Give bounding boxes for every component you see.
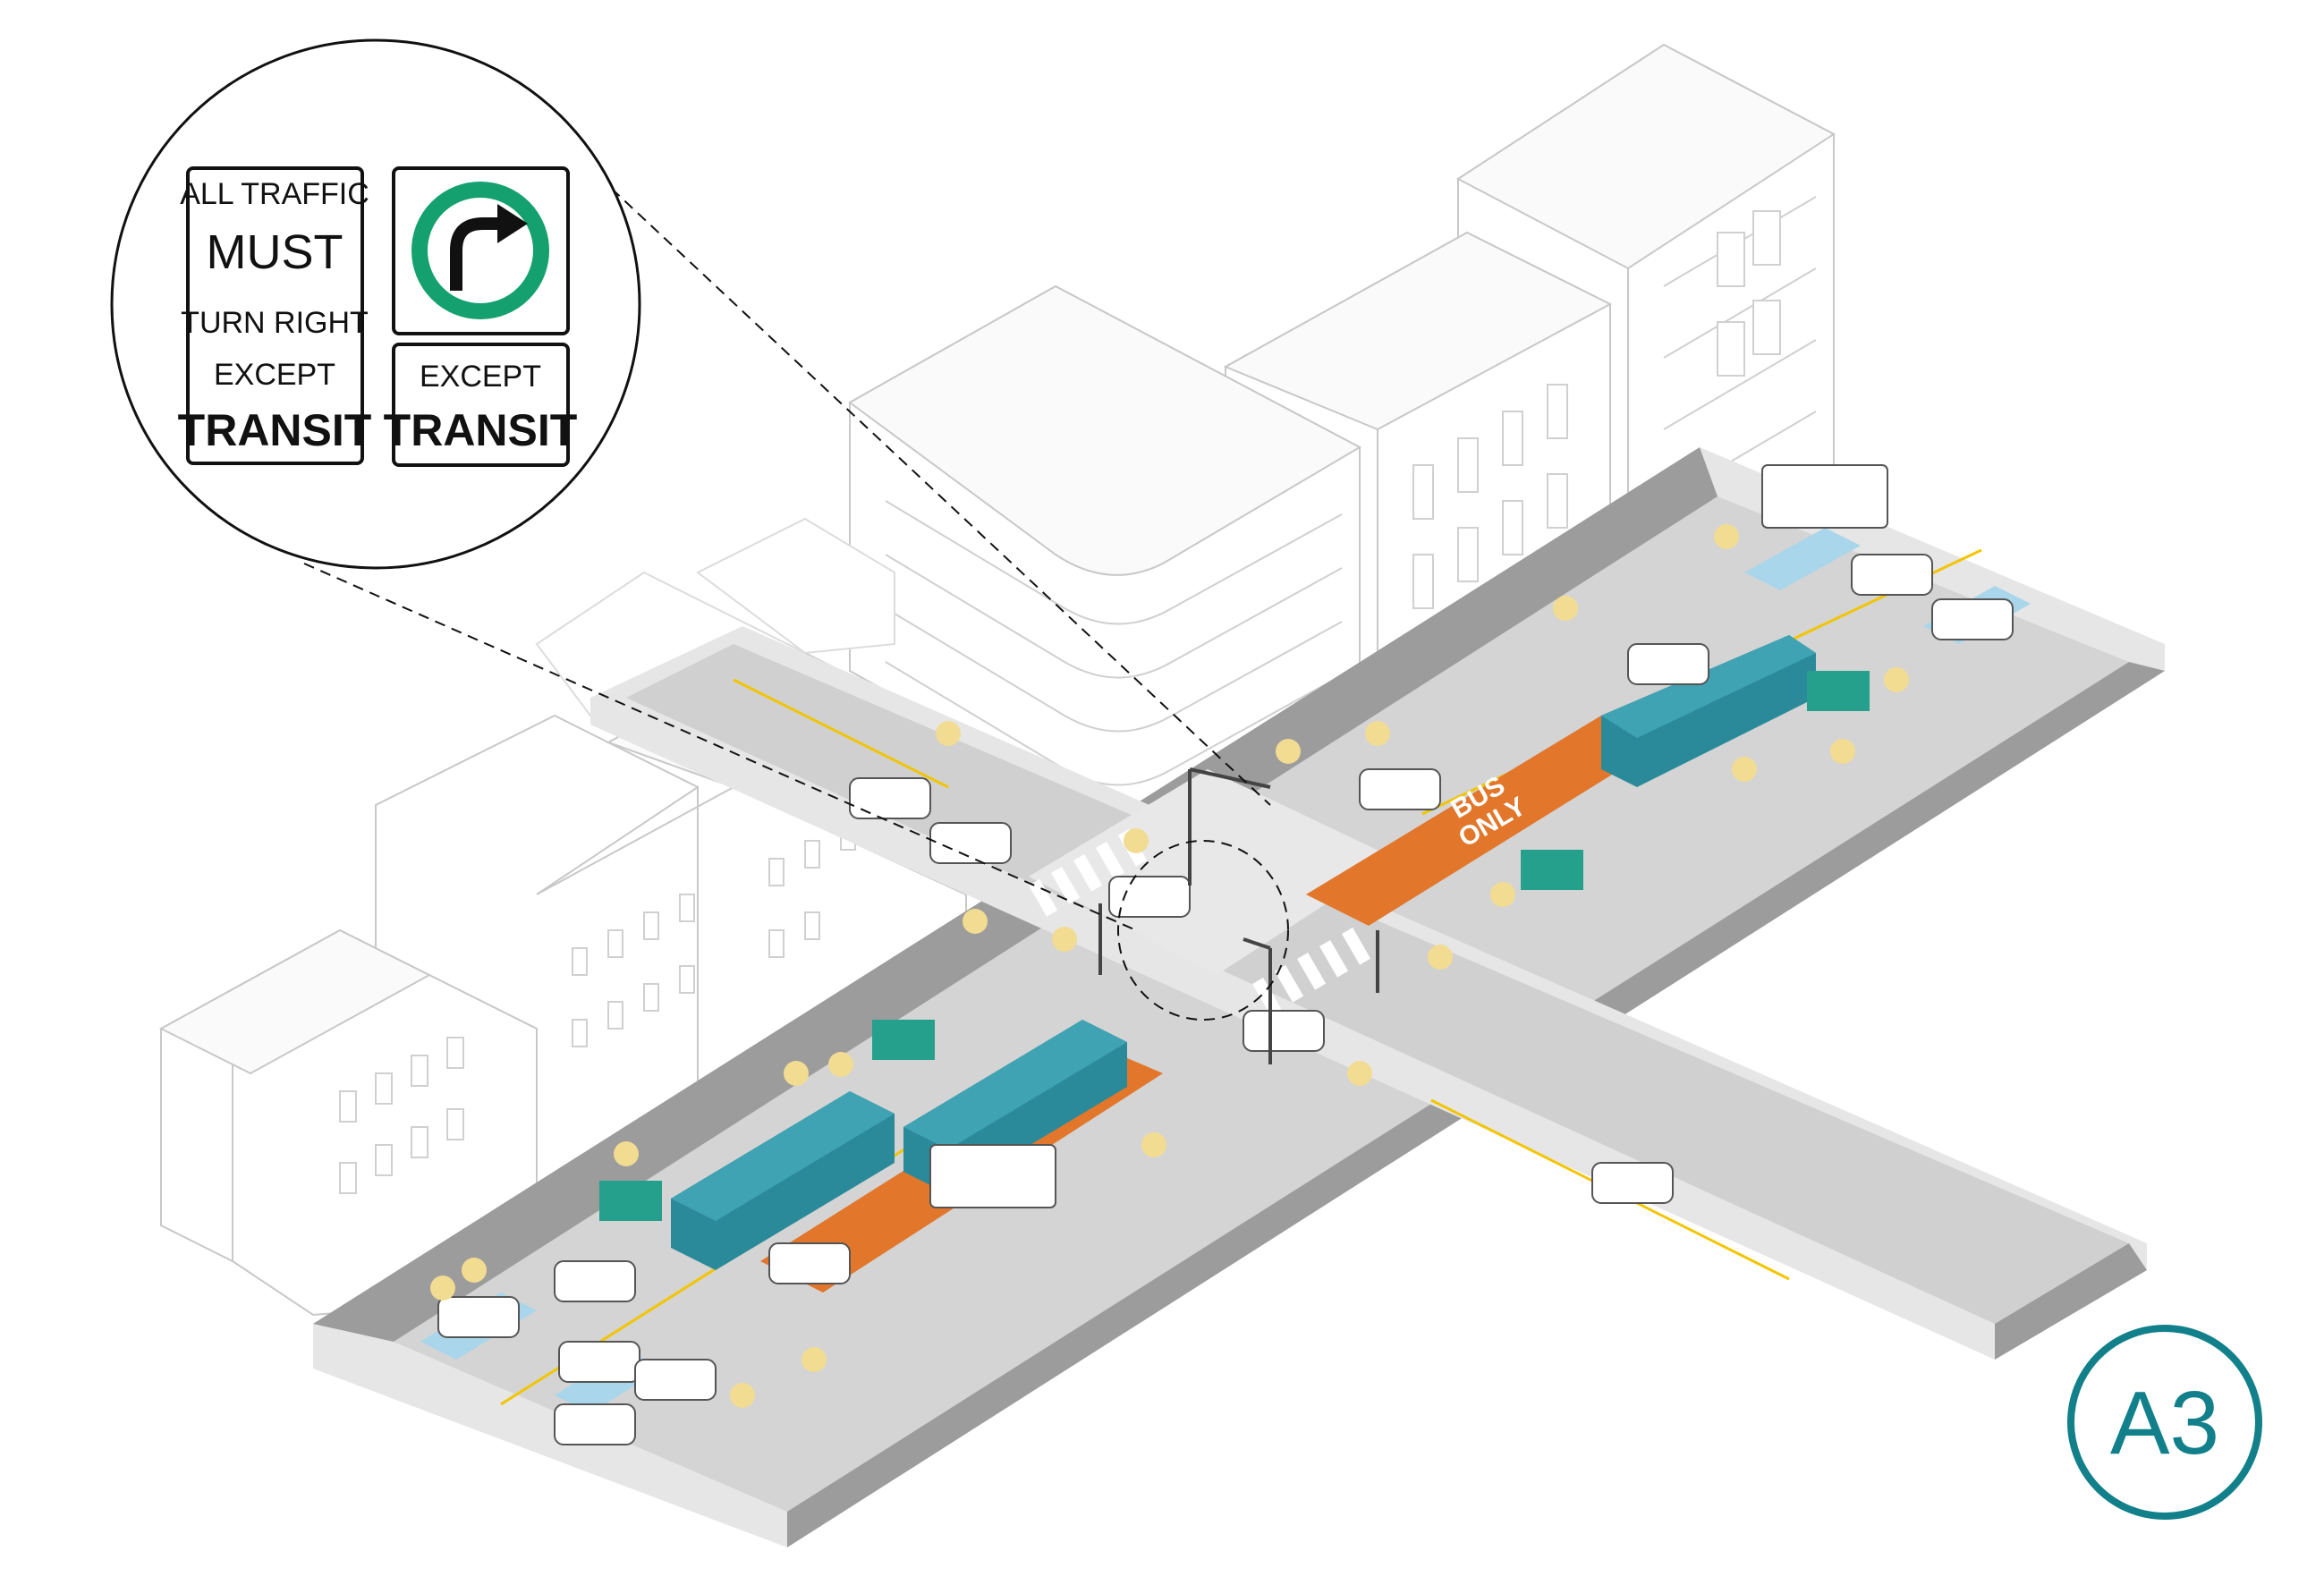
car-4 <box>634 1359 717 1401</box>
leader-line-top <box>572 151 1271 806</box>
bus-far <box>1601 635 1816 787</box>
cross-street-curb <box>1995 1243 2147 1360</box>
car-5 <box>554 1403 636 1445</box>
crosswalks <box>1029 829 1371 1015</box>
car-7 <box>1108 876 1191 918</box>
right-turn-arrow-icon <box>450 204 528 291</box>
car-13 <box>1851 554 1933 596</box>
car-14 <box>1931 598 2014 640</box>
sign-right-turn-only <box>392 166 570 335</box>
traffic-signals <box>1098 767 1379 1064</box>
car-9 <box>849 777 931 819</box>
truck-2 <box>1761 464 1888 529</box>
callout: ALL TRAFFIC MUST TURN RIGHT EXCEPT TRANS… <box>110 38 1289 1021</box>
car-10 <box>929 822 1012 864</box>
sign-except-transit-plate: EXCEPT TRANSIT <box>384 343 578 467</box>
focus-ellipse <box>1117 840 1289 1021</box>
svg-text:TRANSIT: TRANSIT <box>178 405 372 455</box>
vehicles <box>437 464 2014 1445</box>
scenario-badge: A3 <box>2067 1325 2262 1520</box>
shelter-1 <box>599 1181 662 1221</box>
bus-lane-far <box>1306 716 1664 926</box>
corner-office-building <box>848 284 1362 818</box>
truck-1 <box>929 1144 1056 1208</box>
car-11 <box>1359 768 1441 810</box>
car-6 <box>768 1242 851 1284</box>
car-12 <box>1627 643 1709 685</box>
shelter-2 <box>872 1020 935 1060</box>
svg-text:TURN RIGHT: TURN RIGHT <box>181 306 369 340</box>
sign-all-traffic-must-turn-right: ALL TRAFFIC MUST TURN RIGHT EXCEPT TRANS… <box>178 166 372 465</box>
bus-shelters <box>599 671 1870 1221</box>
car-1 <box>437 1296 520 1338</box>
car-8 <box>1243 1010 1325 1052</box>
bus-near-left <box>671 1091 895 1270</box>
leader-line-bottom <box>303 563 1137 931</box>
buses <box>671 635 1816 1270</box>
svg-text:EXCEPT: EXCEPT <box>420 360 541 394</box>
svg-text:MUST: MUST <box>207 225 344 279</box>
intersection-area <box>1029 769 1395 975</box>
svg-text:A3: A3 <box>2110 1373 2219 1473</box>
svg-text:ALL TRAFFIC: ALL TRAFFIC <box>180 177 369 211</box>
car-15 <box>1591 1162 1674 1204</box>
shelter-3 <box>1521 850 1583 890</box>
car-2 <box>554 1260 636 1302</box>
car-3 <box>558 1341 640 1383</box>
shelter-4 <box>1807 671 1870 711</box>
people <box>430 524 1909 1408</box>
svg-text:TRANSIT: TRANSIT <box>384 405 578 455</box>
svg-text:EXCEPT: EXCEPT <box>214 358 335 392</box>
